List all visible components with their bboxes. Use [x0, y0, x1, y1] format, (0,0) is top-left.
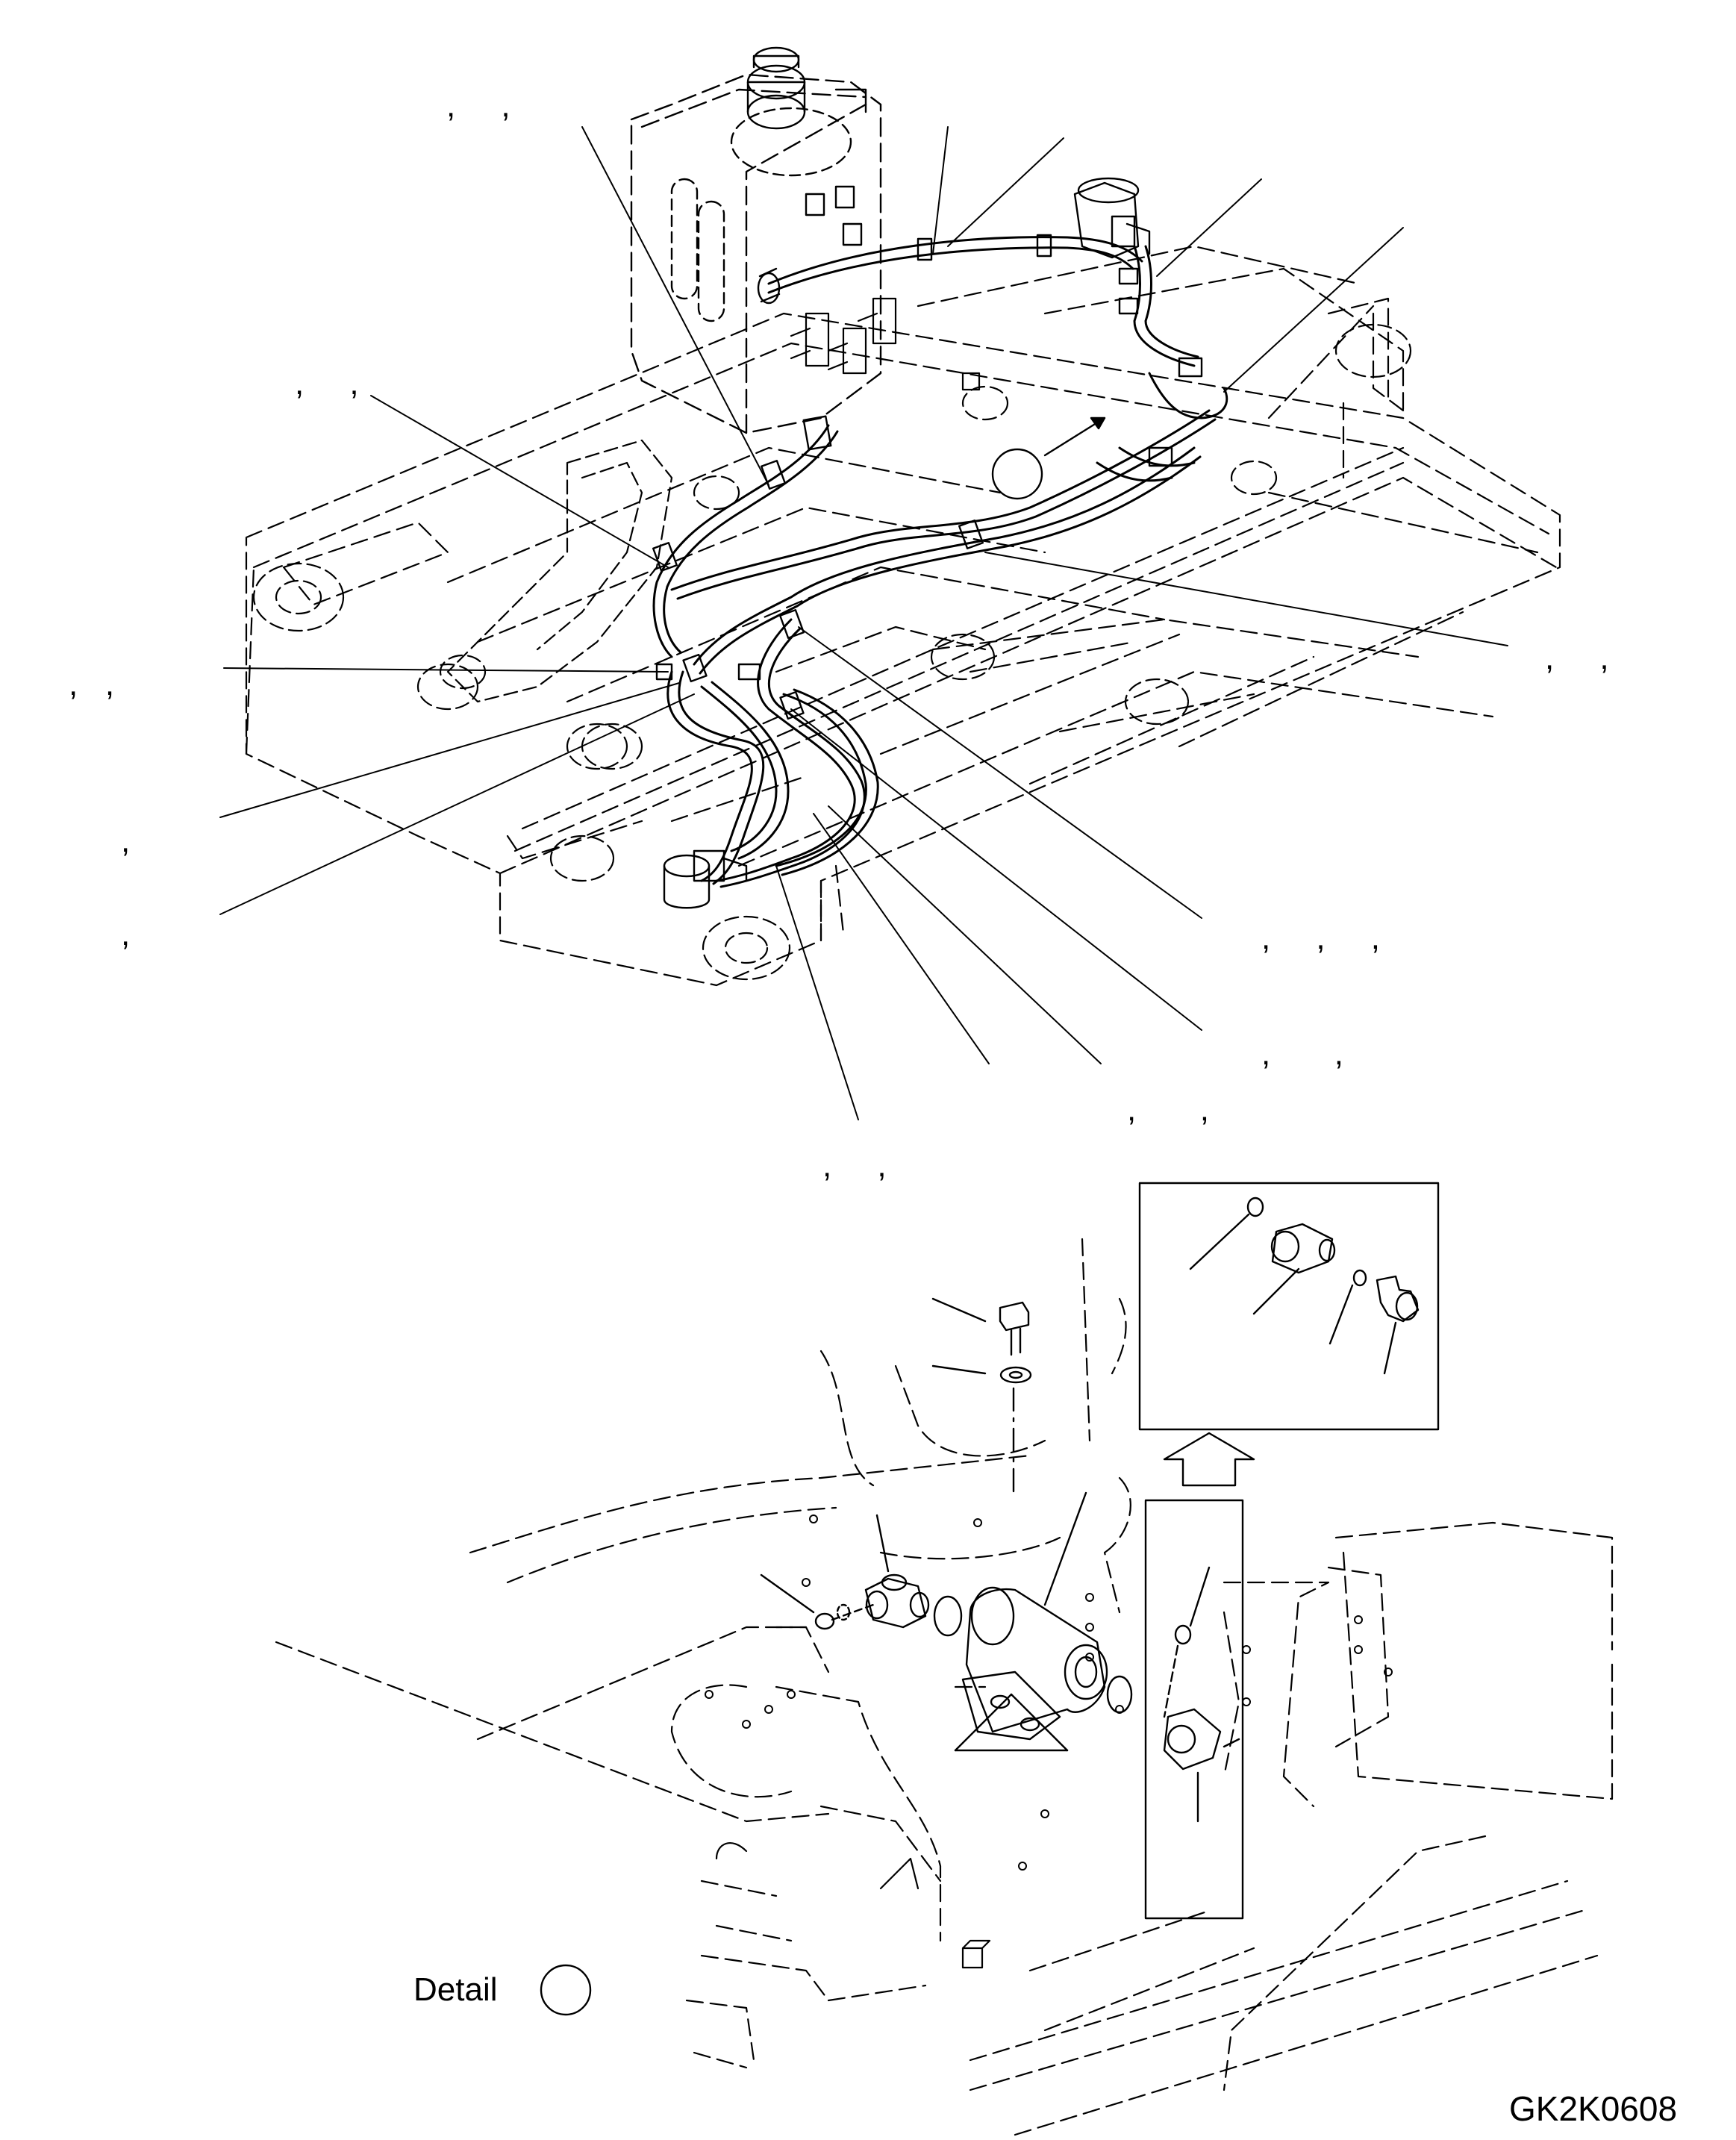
- callout-label: , ,: [69, 666, 115, 702]
- detail-bolt: [931, 1297, 1032, 1494]
- hydraulic-hoses: [652, 236, 1228, 888]
- pump-unit: [1073, 177, 1151, 259]
- callout-label: , , ,: [1261, 920, 1380, 956]
- callout-label: , ,: [295, 365, 359, 402]
- callout-label: , ,: [1545, 640, 1609, 676]
- callout-label: , ,: [1127, 1091, 1210, 1128]
- boom-bracket: [416, 439, 673, 770]
- detail-misc: [715, 1842, 991, 1969]
- tank-valves: [790, 297, 981, 391]
- callout-label: , ,: [446, 87, 511, 124]
- callout-label: ,: [121, 823, 131, 859]
- detail-frame: [275, 1238, 1614, 2136]
- upper-frame: [245, 245, 1561, 987]
- detail-tee-block: [933, 1491, 1133, 1752]
- inset-arrow: [1163, 1432, 1255, 1487]
- inset-box: [1138, 1182, 1440, 1431]
- detail-marker: [991, 417, 1106, 500]
- hose-end: [757, 267, 781, 305]
- lower-pump: [663, 849, 748, 909]
- callout-label: ,: [121, 916, 131, 952]
- detail-caption-circle: [540, 1964, 592, 2016]
- callout-label: , ,: [822, 1147, 887, 1184]
- callout-lines-upper: [219, 126, 1508, 1120]
- detail-caption: Detail: [413, 1971, 498, 2008]
- detail-elbow: [760, 1514, 930, 1630]
- callout-label: , ,: [1261, 1035, 1344, 1072]
- fuel-tank: [630, 46, 882, 434]
- frame-bosses: [252, 323, 1412, 981]
- detail-window-right: [1144, 1499, 1244, 1920]
- drawing-code: GK2K0608: [1509, 2089, 1678, 2128]
